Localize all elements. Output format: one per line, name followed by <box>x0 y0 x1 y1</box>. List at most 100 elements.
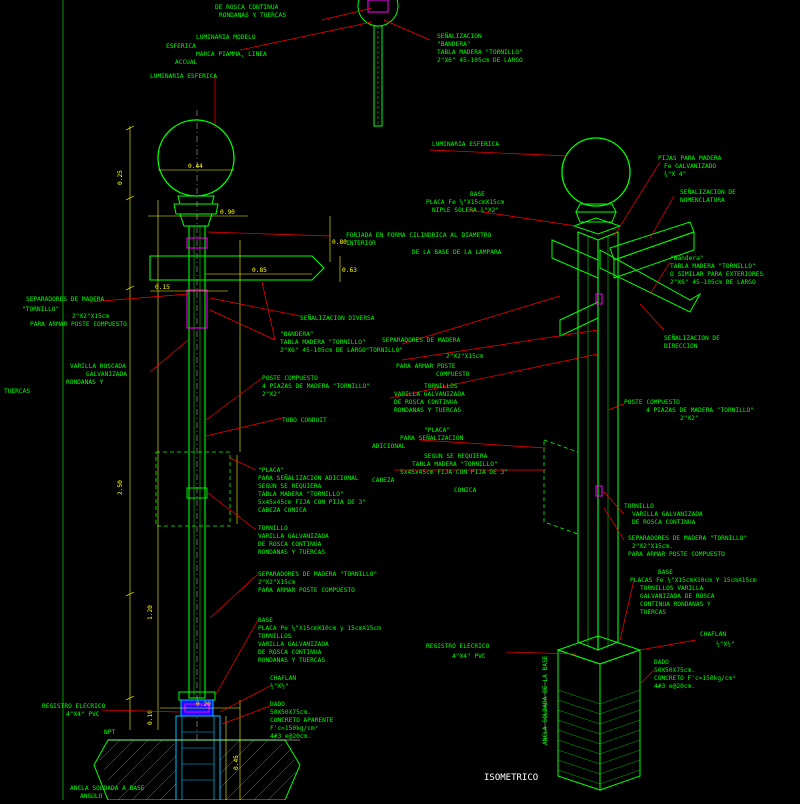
elevation-view: 0.44 0.90 0.85 0.15 0.80 0.63 2.50 1.20 … <box>4 110 502 801</box>
iso-tornillos-label-4: RONDANAS Y TUERCAS <box>394 407 461 414</box>
elevation-globe <box>157 119 235 197</box>
elevation-placa <box>155 451 231 527</box>
elev-placa-label-3: SEGUN SE REQUIERA <box>258 483 322 490</box>
dim-1-20: 1.20 <box>147 605 154 620</box>
iso-base-label-1: BASE <box>470 191 485 198</box>
elev-placa-label-5: 5x45x45cm FIJA CON PIJA DE 3" <box>258 499 366 506</box>
elev-dado-label-1: DADO <box>270 701 285 708</box>
elev-poste-label-2: 4 PIAZAS DE MADERA "TORNILLO" <box>262 383 370 390</box>
iso-base2-label-3: TORNILLOS VARILLA <box>640 585 704 592</box>
accual-label: ACCUAL <box>175 59 198 66</box>
top-detail: DE ROSCA CONTINUA RONDANAS Y TUERCAS LUM… <box>62 0 523 800</box>
iso-placa-label-6: 5x45x45cm FIJA CON PIJA DE 3" <box>400 469 508 476</box>
iso-dado-label-3: CONCRETO F'c=150kg/cm² <box>654 675 736 682</box>
iso-placa-label-2: PARA SEÑALIZACION <box>400 433 464 442</box>
dim-0-25: 0.25 <box>117 170 124 185</box>
iso-placa-label-5: TABLA MADERA "TORNILLO" <box>412 461 498 468</box>
iso-placa-label-1: "PLACA" <box>424 427 450 434</box>
iso-placa-label-8: CONICA <box>454 487 477 494</box>
elev-base-label-3: TORNILLOS <box>258 633 292 640</box>
elevation-dado <box>175 715 221 801</box>
iso-nomen-label-2: NOMENCLATURA <box>680 197 725 204</box>
elev-dado-label-5: 4#3 e@20cm. <box>270 733 311 740</box>
iso-registro-label-2: 4"X4" PVC <box>452 653 486 660</box>
varilla-label-3: RONDANAS Y <box>66 379 104 386</box>
iso-base-label-3: NIPLE SOLERA ¾"X2" <box>432 206 499 214</box>
forjada-label-1: FORJADA EN FORMA CILINDRICA AL DIAMETRO <box>346 232 492 239</box>
iso-tornillo-label-5: 2"X2"X15cm. <box>632 543 673 550</box>
iso-dado-right <box>599 649 641 791</box>
elev-base-label-1: BASE <box>258 617 273 624</box>
varilla-label-2: GALVANIZADA <box>86 371 127 378</box>
elevation-dimension-lines <box>125 125 341 800</box>
separadores-label-1: SEPARADORES DE MADERA <box>26 296 105 303</box>
forjada-label-2: INTERIOR <box>346 240 376 247</box>
elevation-leaders <box>89 231 331 725</box>
iso-tornillos-label-2: VARILLA GALVANIZADA <box>394 391 465 398</box>
iso-direction-sign <box>599 249 702 313</box>
iso-sep-label-2: 2"X2"X15cm <box>446 353 484 360</box>
ancla-label-1: ANCLA SOLDADA A BASE <box>70 785 145 792</box>
elev-placa-label-2: PARA SEÑALIZACION ADICIONAL <box>258 473 359 482</box>
iso-base2-label-1: BASE <box>658 569 673 576</box>
iso-base2-label-5: CONTINUA RONDANAS Y <box>640 601 711 608</box>
elev-bandera-label-3: 2"X6" 45-105cm DE LARGO"TORNILLO" <box>280 347 403 354</box>
elev-chaflan-label-2: ½"X½" <box>270 682 289 690</box>
iso-tornillo-label-1: TORNILLO <box>624 503 654 510</box>
iso-bandera-label-2: TABLA MADERA "TORNILLO" <box>670 263 756 270</box>
dim-0-45: 0.45 <box>233 755 240 770</box>
esferica-label: ESFERICA <box>166 43 196 50</box>
dim-0-15: 0.15 <box>155 284 170 291</box>
elev-bandera-label-2: TABLA MADERA "TORNILLO" <box>280 339 366 346</box>
iso-tornillo-label-4: SEPARADORES DE MADERA "TORNILLO" <box>628 535 747 542</box>
iso-direccion-label-2: DIRECCION <box>664 343 698 350</box>
iso-globe <box>561 137 631 207</box>
varilla-label-1: VARILLA ROSCADA <box>70 363 126 370</box>
elev-sep2-label-3: PARA ARMAR POSTE COMPUESTO <box>258 587 355 594</box>
dim-0-44: 0.44 <box>188 163 203 170</box>
separadores-label-3: 2"X2"X15cm <box>72 313 110 320</box>
separadores-label-4: PARA ARMAR POSTE COMPUESTO <box>30 321 127 328</box>
dim-0-10: 0.10 <box>147 710 154 725</box>
iso-dado-left <box>557 649 601 791</box>
isometric-title: ISOMETRICO <box>484 773 538 783</box>
iso-sep-label-3: PARA ARMAR POSTE <box>396 363 456 370</box>
dim-0-85: 0.85 <box>252 267 267 274</box>
tuercas-label: TUERCAS <box>4 388 30 395</box>
iso-sep-label-4: COMPUESTO <box>436 371 470 378</box>
iso-registro-label-1: REGISTRO ELECRICO <box>426 643 490 650</box>
forjada-label-3: DE LA BASE DE LA LAMPARA <box>412 249 502 256</box>
iso-tornillo-label-3: DE ROSCA CONTINUA <box>632 519 696 526</box>
npt-label: NPT <box>104 729 115 736</box>
ancla-label-2: ANGULO <box>80 793 103 800</box>
iso-tornillo-label-2: VARILLA GALVANIZADA <box>632 511 703 518</box>
top-senal-label-1: SEÑALIZACION <box>437 31 482 40</box>
elev-dado-label-2: 50X50X75cm. <box>270 709 311 716</box>
elev-tornillo-label-4: RONDANAS Y TUERCAS <box>258 549 325 556</box>
iso-chaflan-label-1: CHAFLAN <box>700 631 726 638</box>
iso-dado-label-4: 4#3 e@20cm. <box>654 683 695 690</box>
iso-placa-label-3: ADICIONAL <box>372 443 406 450</box>
elev-base-label-2: PLACA Pe ¼"X15cmX10cm y 15cmX15cm <box>258 624 381 632</box>
isometric-view: LUMINARIA ESFERICA PIJAS PARA MADERA Fe … <box>372 137 763 791</box>
top-rosca-label: DE ROSCA CONTINUA <box>215 4 279 11</box>
iso-placa-label-7: CABEZA <box>372 477 395 484</box>
iso-sep-label-1: SEPARADORES DE MADERA <box>382 337 461 344</box>
iso-poste-label-3: 2"X2" <box>680 415 699 422</box>
elev-placa-label-4: TABLA MADERA "TORNILLO" <box>258 491 344 498</box>
iso-base2-label-6: TUERCAS <box>640 609 666 616</box>
iso-dado-label-2: 50X50X75cm. <box>654 667 695 674</box>
elev-registro-label-1: REGISTRO ELECRICO <box>42 703 106 710</box>
iso-nomen-label-1: SEÑALIZACION DE <box>680 187 736 196</box>
iso-tornillo-label-6: PARA ARMAR POSTE COMPUESTO <box>628 551 725 558</box>
dim-0-20: 0.20 <box>196 701 211 708</box>
top-senal-label-2: "BANDERA" <box>437 41 471 48</box>
dim-0-80: 0.80 <box>332 239 347 246</box>
elev-bandera-label-1: "BANDERA" <box>280 331 314 338</box>
iso-leaders <box>389 149 697 685</box>
elevation-bandera-sign <box>149 255 325 281</box>
iso-bandera-label-1: "Bandera" <box>670 255 704 262</box>
iso-ancla-label: ANCLA SOLDADA DE LA BASE <box>542 655 549 745</box>
